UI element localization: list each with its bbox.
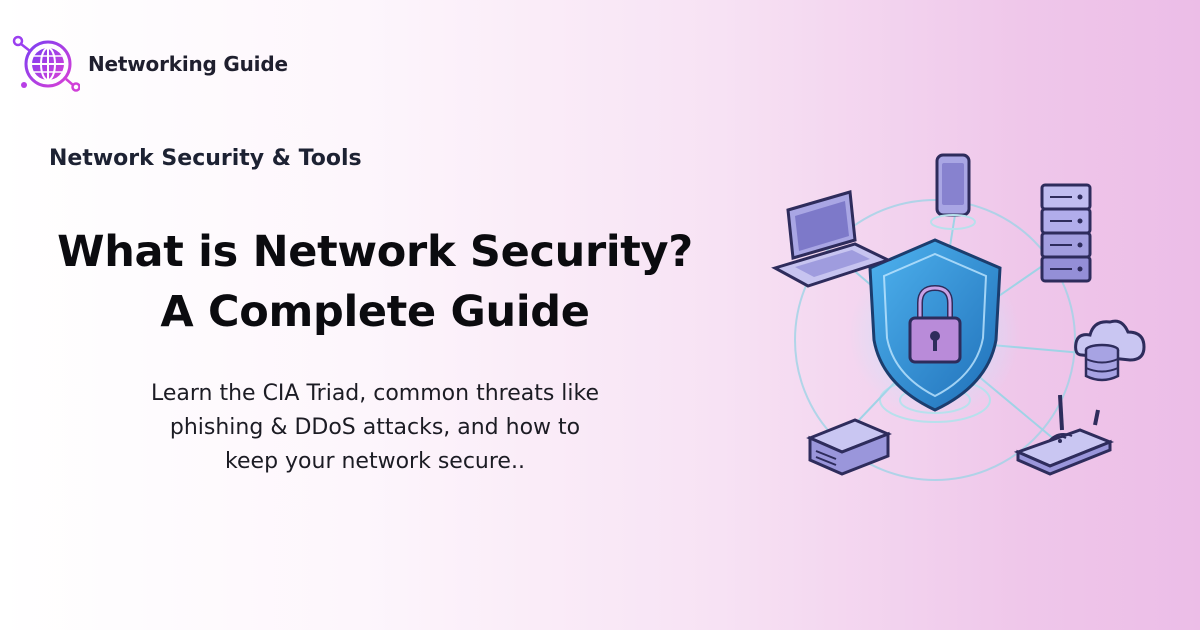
- title-line-2: A Complete Guide: [160, 287, 590, 337]
- page-description: Learn the CIA Triad, common threats like…: [75, 377, 675, 479]
- smartphone-icon: [930, 153, 976, 230]
- title-line-1: What is Network Security?: [57, 227, 693, 277]
- server-rack-icon: [1040, 183, 1092, 283]
- page-title: What is Network Security? A Complete Gui…: [20, 222, 730, 342]
- globe-icon: [12, 35, 80, 92]
- network-security-illustration: [771, 153, 1146, 481]
- shield-lock-icon: [868, 238, 1002, 412]
- brand[interactable]: Networking Guide: [10, 33, 288, 95]
- brand-name: Networking Guide: [88, 52, 288, 76]
- wifi-router-icon: [1013, 394, 1115, 476]
- category-label[interactable]: Network Security & Tools: [49, 146, 362, 171]
- cloud-database-icon: [1074, 319, 1146, 382]
- laptop-icon: [771, 190, 893, 288]
- network-switch-icon: [806, 418, 892, 476]
- description-line-1: Learn the CIA Triad, common threats like: [150, 381, 600, 406]
- description-line-2: phishing & DDoS attacks, and how to: [169, 415, 581, 440]
- description-line-3: keep your network secure..: [225, 449, 525, 474]
